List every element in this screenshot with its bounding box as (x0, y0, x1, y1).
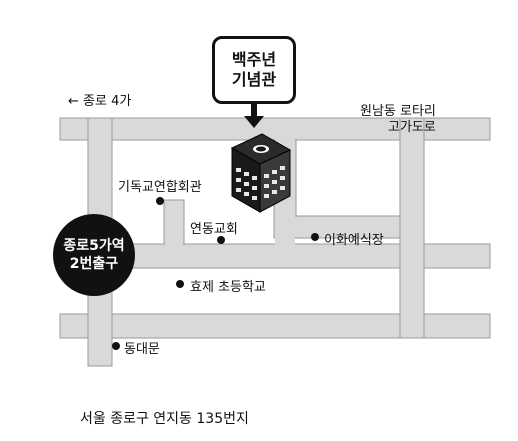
station-line2: 2번출구 (69, 256, 119, 272)
centennial-hall-callout: 백주년 기념관 (212, 36, 296, 104)
building-icon (230, 133, 292, 213)
marker-hyoje-school (176, 280, 184, 288)
road-left-vertical (163, 199, 185, 245)
callout-line1: 백주년 (231, 50, 277, 69)
label-yeondong-church: 연동교회 (190, 222, 238, 237)
address-caption: 서울 종로구 연지동 135번지 (80, 411, 249, 427)
callout-arrow (244, 104, 264, 128)
station-line1: 종로5가역 (63, 238, 125, 254)
marker-yeondong-church (217, 236, 225, 244)
label-dongdaemun: 동대문 (124, 342, 160, 357)
label-jongno4ga: ← 종로 4가 (68, 94, 132, 109)
label-christian-hall: 기독교연합회관 (118, 180, 202, 195)
label-wonnam-rotary: 원남동 로타리 (360, 104, 436, 119)
label-hyoje-school: 효제 초등학교 (190, 280, 266, 295)
road-east-vertical (399, 117, 425, 339)
jongno5ga-station-badge: 종로5가역 2번출구 (53, 214, 135, 296)
marker-christian-hall (156, 197, 164, 205)
callout-line2: 기념관 (231, 70, 277, 89)
marker-dongdaemun (112, 342, 120, 350)
label-overpass: 고가도로 (388, 120, 436, 135)
road-lower (59, 313, 491, 339)
label-ewha-wedding: 이화예식장 (324, 233, 384, 248)
marker-ewha-wedding (311, 233, 319, 241)
